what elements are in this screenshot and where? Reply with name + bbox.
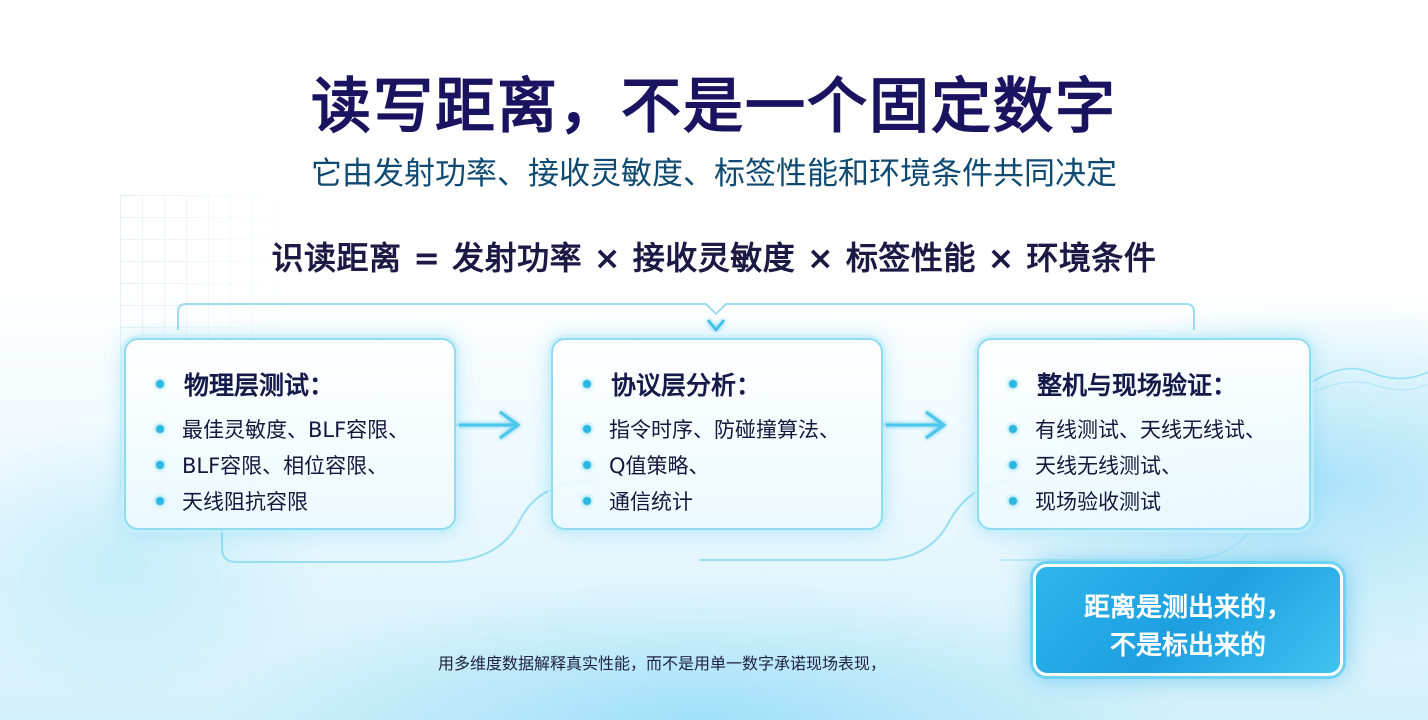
arrow-right-icon [456, 410, 521, 440]
card-heading: 整机与现场验证： [1009, 366, 1309, 402]
card-heading-text: 协议层分析： [611, 371, 762, 400]
list-item-text: 最佳灵敏度、BLF容限、 [182, 418, 410, 442]
bullet-dot-icon [156, 425, 164, 433]
list-item: 指令时序、防碰撞算法、 [583, 411, 881, 447]
list-item-text: 天线阻抗容限 [182, 490, 308, 514]
list-item: 最佳灵敏度、BLF容限、 [156, 411, 454, 447]
page-title: 读写距离，不是一个固定数字 [311, 72, 1117, 142]
card-system-validation: 整机与现场验证： 有线测试、天线无线试、 天线无线测试、 现场验收测试 [977, 338, 1311, 530]
bullet-dot-icon [583, 425, 591, 433]
card-heading: 协议层分析： [583, 366, 881, 402]
formula: 识读距离 = 发射功率 × 接收灵敏度 × 标签性能 × 环境条件 [271, 239, 1157, 277]
card-heading-text: 整机与现场验证： [1037, 371, 1238, 400]
flow-line-lower-3 [1000, 529, 1251, 561]
list-item: 天线无线测试、 [1009, 447, 1309, 483]
bullet-dot-icon [1009, 497, 1017, 505]
bullet-dot-icon [1009, 461, 1017, 469]
list-item: BLF容限、相位容限、 [156, 447, 454, 483]
list-item-text: 有线测试、天线无线试、 [1035, 418, 1266, 442]
bullet-dot-icon [1009, 380, 1017, 388]
bullet-dot-icon [583, 461, 591, 469]
card-heading-text: 物理层测试： [184, 371, 335, 400]
callout-line-2: 不是标出来的 [1109, 631, 1266, 661]
list-item-text: 通信统计 [609, 490, 693, 514]
card-heading: 物理层测试： [156, 366, 454, 402]
card-protocol-layer: 协议层分析： 指令时序、防碰撞算法、 Q值策略、 通信统计 [551, 338, 883, 530]
callout-badge: 距离是测出来的， 不是标出来的 [1033, 564, 1343, 676]
list-item: 通信统计 [583, 483, 881, 519]
bullet-dot-icon [1009, 425, 1017, 433]
bullet-dot-icon [583, 497, 591, 505]
list-item: 天线阻抗容限 [156, 483, 454, 519]
right-wave-streak-2 [1299, 381, 1428, 399]
list-item-text: 天线无线测试、 [1035, 454, 1182, 478]
right-wave-streak [1299, 367, 1428, 391]
list-item: 有线测试、天线无线试、 [1009, 411, 1309, 447]
list-item-text: 现场验收测试 [1035, 490, 1161, 514]
list-item-text: Q值策略、 [609, 454, 710, 478]
list-item-text: BLF容限、相位容限、 [182, 454, 389, 478]
bullet-dot-icon [156, 380, 164, 388]
page-subtitle: 它由发射功率、接收灵敏度、标签性能和环境条件共同决定 [311, 156, 1117, 192]
flow-line-lower [221, 479, 601, 563]
bullet-dot-icon [156, 461, 164, 469]
bullet-dot-icon [156, 497, 164, 505]
footnote: 用多维度数据解释真实性能，而不是用单一数字承诺现场表现， [438, 654, 887, 673]
arrow-down-icon [707, 319, 725, 333]
arrow-right-icon [882, 410, 947, 440]
list-item: 现场验收测试 [1009, 483, 1309, 519]
bullet-dot-icon [583, 380, 591, 388]
callout-line-1: 距离是测出来的， [1083, 593, 1292, 623]
formula-bracket [177, 303, 1195, 330]
card-physical-layer: 物理层测试： 最佳灵敏度、BLF容限、 BLF容限、相位容限、 天线阻抗容限 [124, 338, 456, 530]
list-item-text: 指令时序、防碰撞算法、 [609, 418, 840, 442]
list-item: Q值策略、 [583, 447, 881, 483]
